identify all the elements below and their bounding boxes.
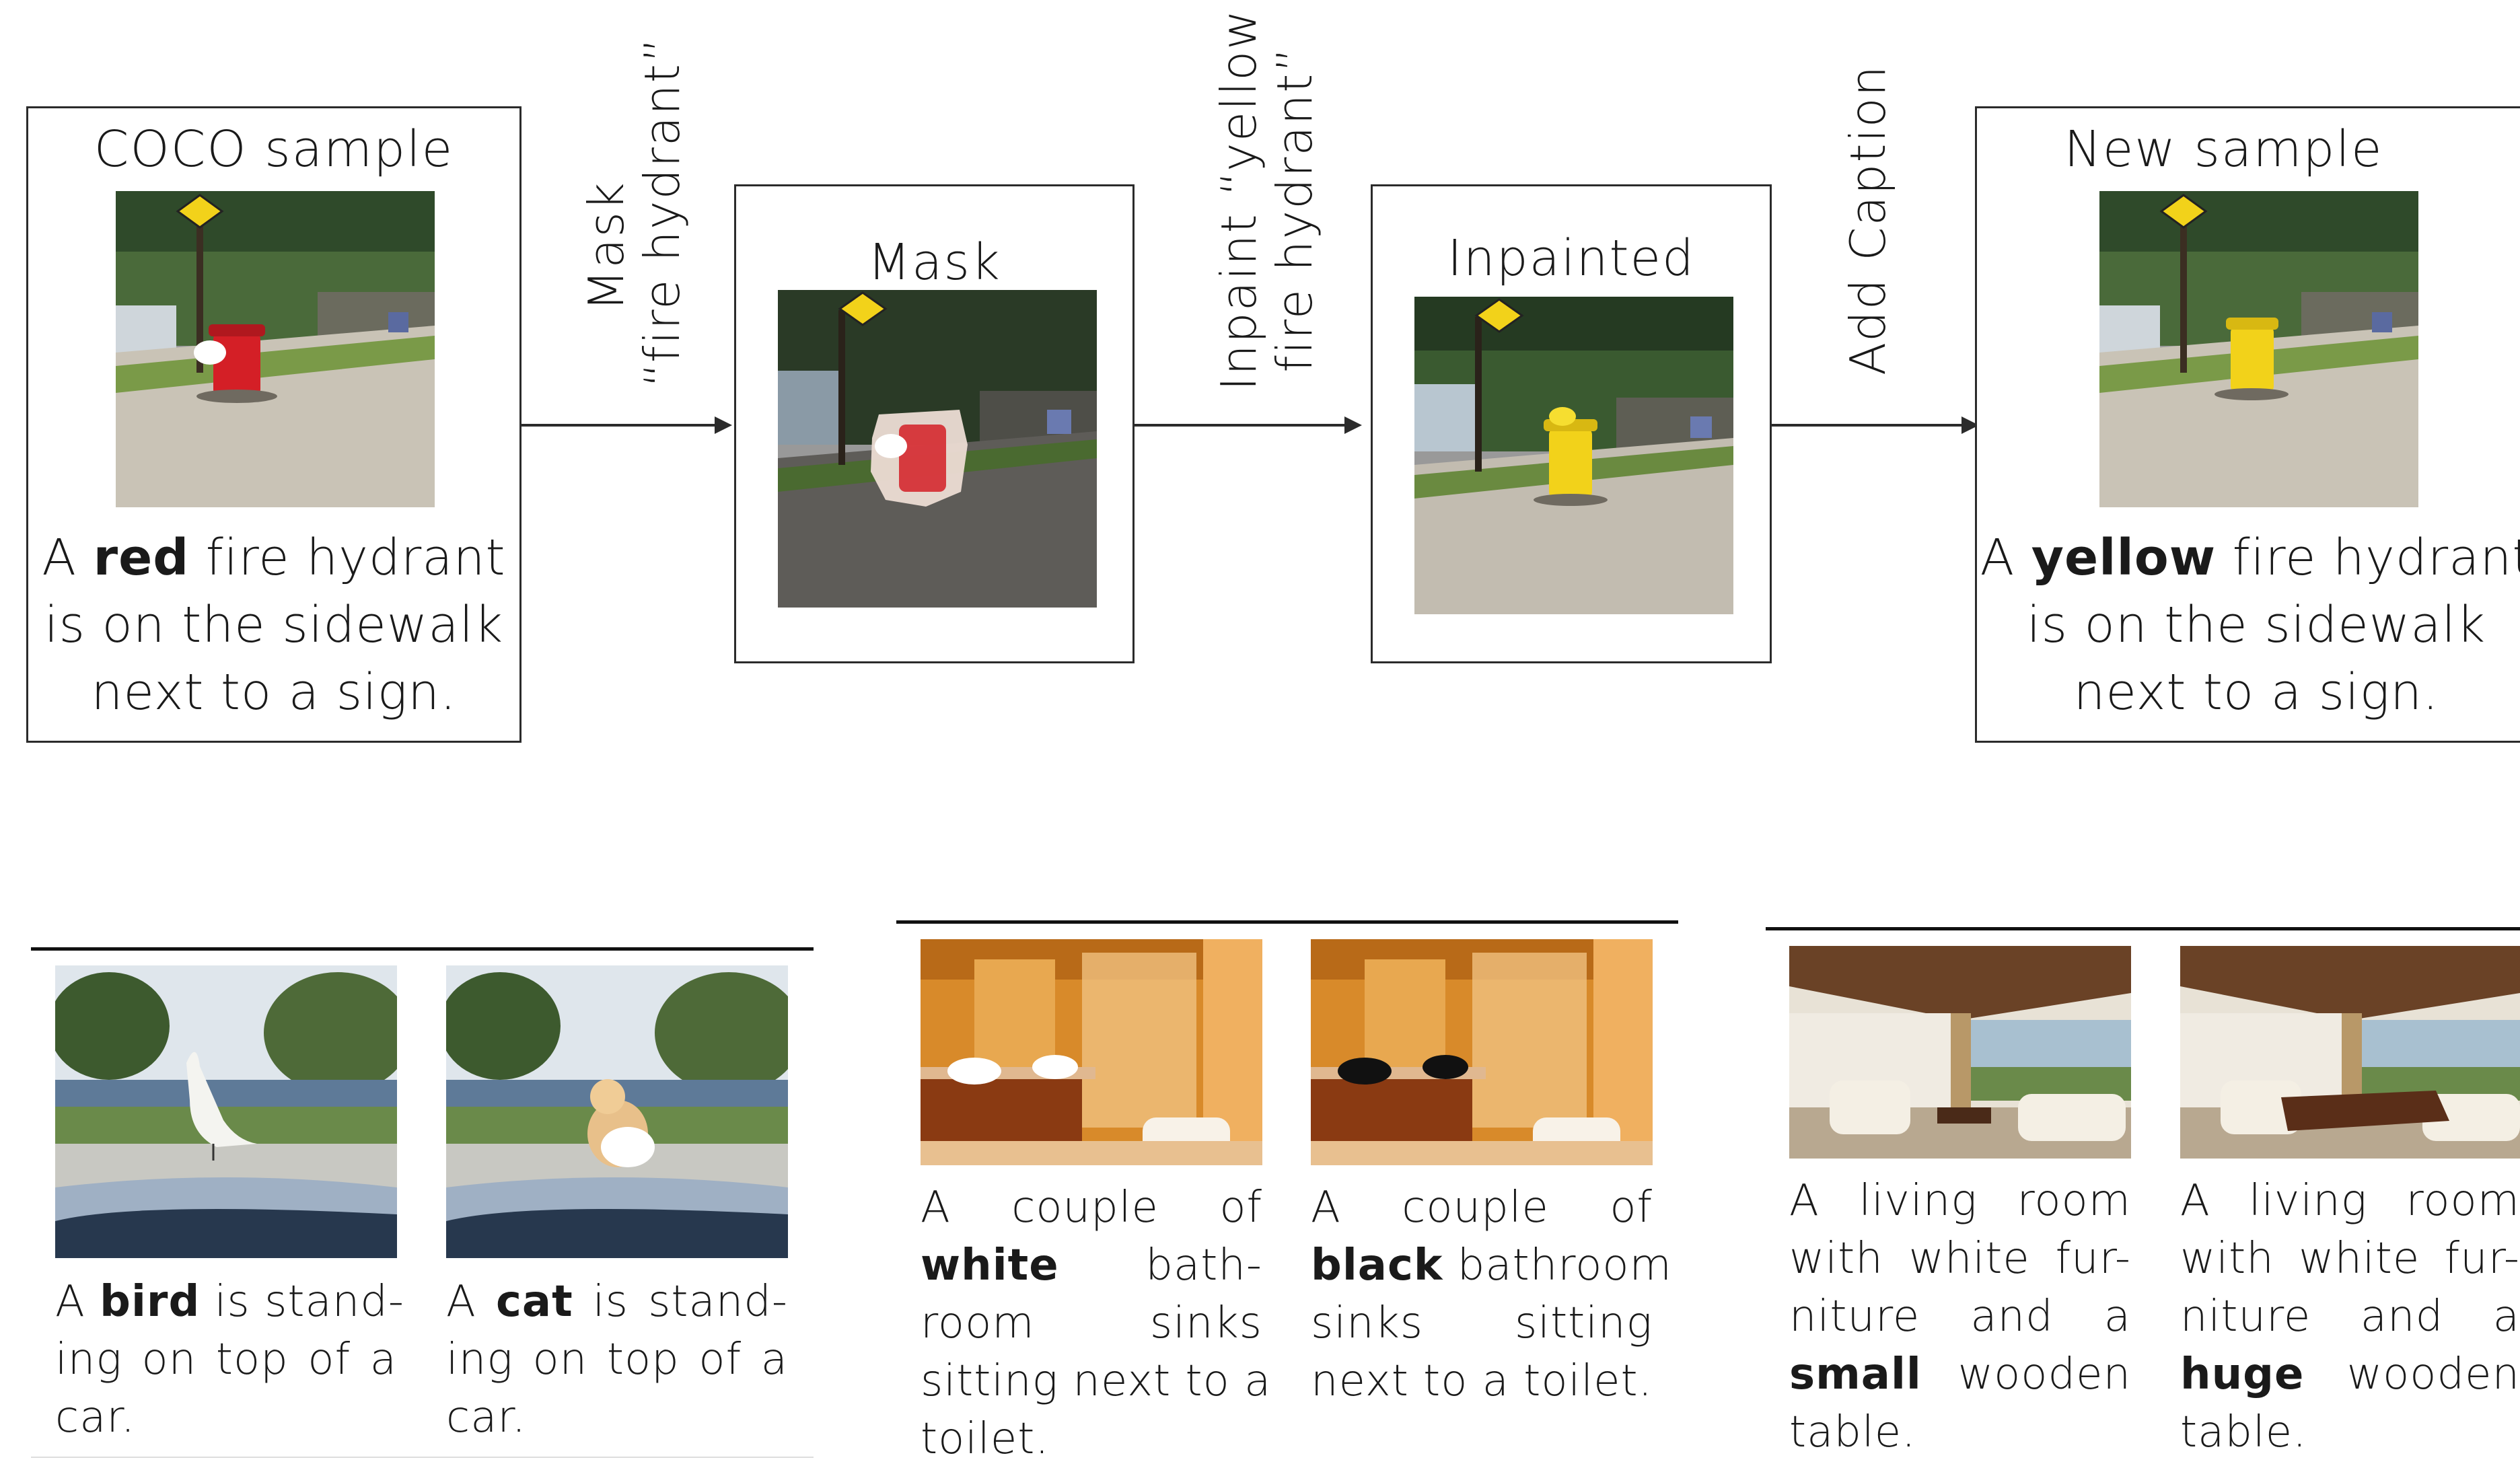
arrow-head-icon [715, 416, 732, 434]
caption-text: is stand- [573, 1277, 789, 1327]
caption-text: A [446, 1277, 496, 1327]
caption-line: black bathroom [1311, 1237, 1671, 1294]
example3-left-image [1789, 946, 2131, 1159]
example1-right-image [446, 965, 788, 1258]
caption-line: A couple of [921, 1183, 1262, 1233]
arrow-mask [521, 424, 727, 427]
arrow-inpaint-label: Inpaint “yellow fire hydrant” [1211, 9, 1332, 391]
example3-left-caption: A living room with white fur- niture and… [1789, 1172, 2131, 1461]
example2-left-image [921, 939, 1262, 1165]
label-line: Add Caption [1840, 64, 1896, 375]
arrow-add-caption-label: Add Caption [1840, 65, 1901, 375]
caption-line: A living room [1789, 1176, 2131, 1226]
caption-line: A cat is stand- [446, 1273, 788, 1331]
caption-line: with white fur- [2180, 1234, 2520, 1284]
coco-sample-box: COCO sample A red fire hydrant is on the… [26, 106, 521, 743]
caption-line: huge wooden [2180, 1346, 2520, 1403]
arrow-head-icon [1344, 416, 1362, 434]
new-sample-title: New sample [2064, 120, 2383, 178]
caption-bold-word: yellow [2031, 529, 2217, 587]
coco-sample-title: COCO sample [94, 120, 454, 178]
caption-text: A [55, 1277, 100, 1327]
coco-sample-caption: A red fire hydrant is on the sidewalk ne… [28, 524, 519, 726]
caption-line: A bird is stand- [55, 1273, 404, 1331]
caption-line: ing on top of a [446, 1335, 788, 1385]
caption-text: next to a sign. [91, 663, 457, 721]
caption-line: white bath- [921, 1237, 1262, 1294]
caption-line: room sinks [921, 1298, 1262, 1348]
caption-line: sitting next to a [921, 1356, 1272, 1406]
caption-bold-word: huge [2180, 1350, 2305, 1399]
caption-line: small wooden [1789, 1346, 2131, 1403]
caption-line: A living room [2180, 1176, 2520, 1226]
caption-bold-word: white [921, 1241, 1059, 1290]
caption-text: next to a sign. [2073, 663, 2439, 721]
caption-bold-word: small [1789, 1350, 1922, 1399]
arrow-mask-label: Mask “fire hydrant” [578, 36, 700, 388]
mask-box: Mask [734, 184, 1135, 663]
caption-line: car. [55, 1393, 136, 1442]
label-line: Inpaint “yellow [1211, 8, 1267, 391]
caption-line: with white fur- [1789, 1234, 2131, 1284]
example2-right-caption: A couple of black bathroom sinks sitting… [1311, 1179, 1671, 1410]
caption-line: sinks sitting [1311, 1298, 1653, 1348]
caption-line: table. [1789, 1407, 1916, 1457]
coco-sample-image [116, 191, 435, 507]
caption-text: wooden [2304, 1350, 2520, 1399]
label-line: “fire hydrant” [633, 36, 690, 388]
caption-text: is on the sidewalk [44, 596, 504, 654]
caption-line: niture and a [1789, 1292, 2131, 1342]
caption-text: bathroom [1443, 1241, 1672, 1290]
example3-right-image [2180, 946, 2520, 1159]
caption-text: A [42, 529, 94, 587]
caption-text: bath- [1058, 1241, 1262, 1290]
example3-top-rule [1766, 927, 2520, 930]
example2-left-caption: A couple of white bath- room sinks sitti… [921, 1179, 1272, 1468]
example3-right-caption: A living room with white fur- niture and… [2180, 1172, 2520, 1461]
caption-line: ing on top of a [55, 1335, 397, 1385]
caption-line: niture and a [2180, 1292, 2520, 1342]
caption-line: A couple of [1311, 1183, 1653, 1233]
caption-line: next to a toilet. [1311, 1356, 1653, 1406]
new-sample-image [2099, 191, 2418, 507]
example1-left-image [55, 965, 397, 1258]
label-line: Mask [578, 181, 635, 311]
caption-bold-word: cat [495, 1277, 573, 1327]
caption-line: toilet. [921, 1414, 1050, 1464]
caption-bold-word: bird [100, 1277, 201, 1327]
mask-title: Mask [867, 233, 1001, 291]
mask-image [778, 290, 1097, 608]
caption-line: car. [446, 1393, 527, 1442]
new-sample-caption: A yellow fire hydrant is on the sidewalk… [1977, 524, 2520, 726]
example1-bottom-rule [31, 1457, 814, 1458]
label-line: fire hydrant” [1266, 46, 1323, 373]
example2-right-image [1311, 939, 1653, 1165]
example1-right-caption: A cat is stand- ing on top of a car. [446, 1273, 788, 1446]
caption-line: table. [2180, 1407, 2307, 1457]
arrow-inpaint [1135, 424, 1357, 427]
arrow-add-caption [1772, 424, 1974, 427]
caption-text: fire hydrant [189, 529, 506, 587]
new-sample-box: New sample A yellow fire hydrant is on t… [1975, 106, 2520, 743]
caption-bold-word: red [93, 529, 190, 587]
caption-text: wooden [1921, 1350, 2131, 1399]
caption-bold-word: black [1311, 1241, 1443, 1290]
caption-text: is stand- [200, 1277, 404, 1327]
inpainted-image [1414, 297, 1733, 614]
caption-text: A [1980, 529, 2031, 587]
inpainted-title: Inpainted [1447, 229, 1696, 287]
caption-text: fire hydrant [2216, 529, 2520, 587]
example1-left-caption: A bird is stand- ing on top of a car. [55, 1273, 404, 1446]
example1-top-rule [31, 947, 814, 951]
example2-top-rule [896, 920, 1678, 924]
inpainted-box: Inpainted [1371, 184, 1772, 663]
caption-text: is on the sidewalk [2026, 596, 2486, 654]
